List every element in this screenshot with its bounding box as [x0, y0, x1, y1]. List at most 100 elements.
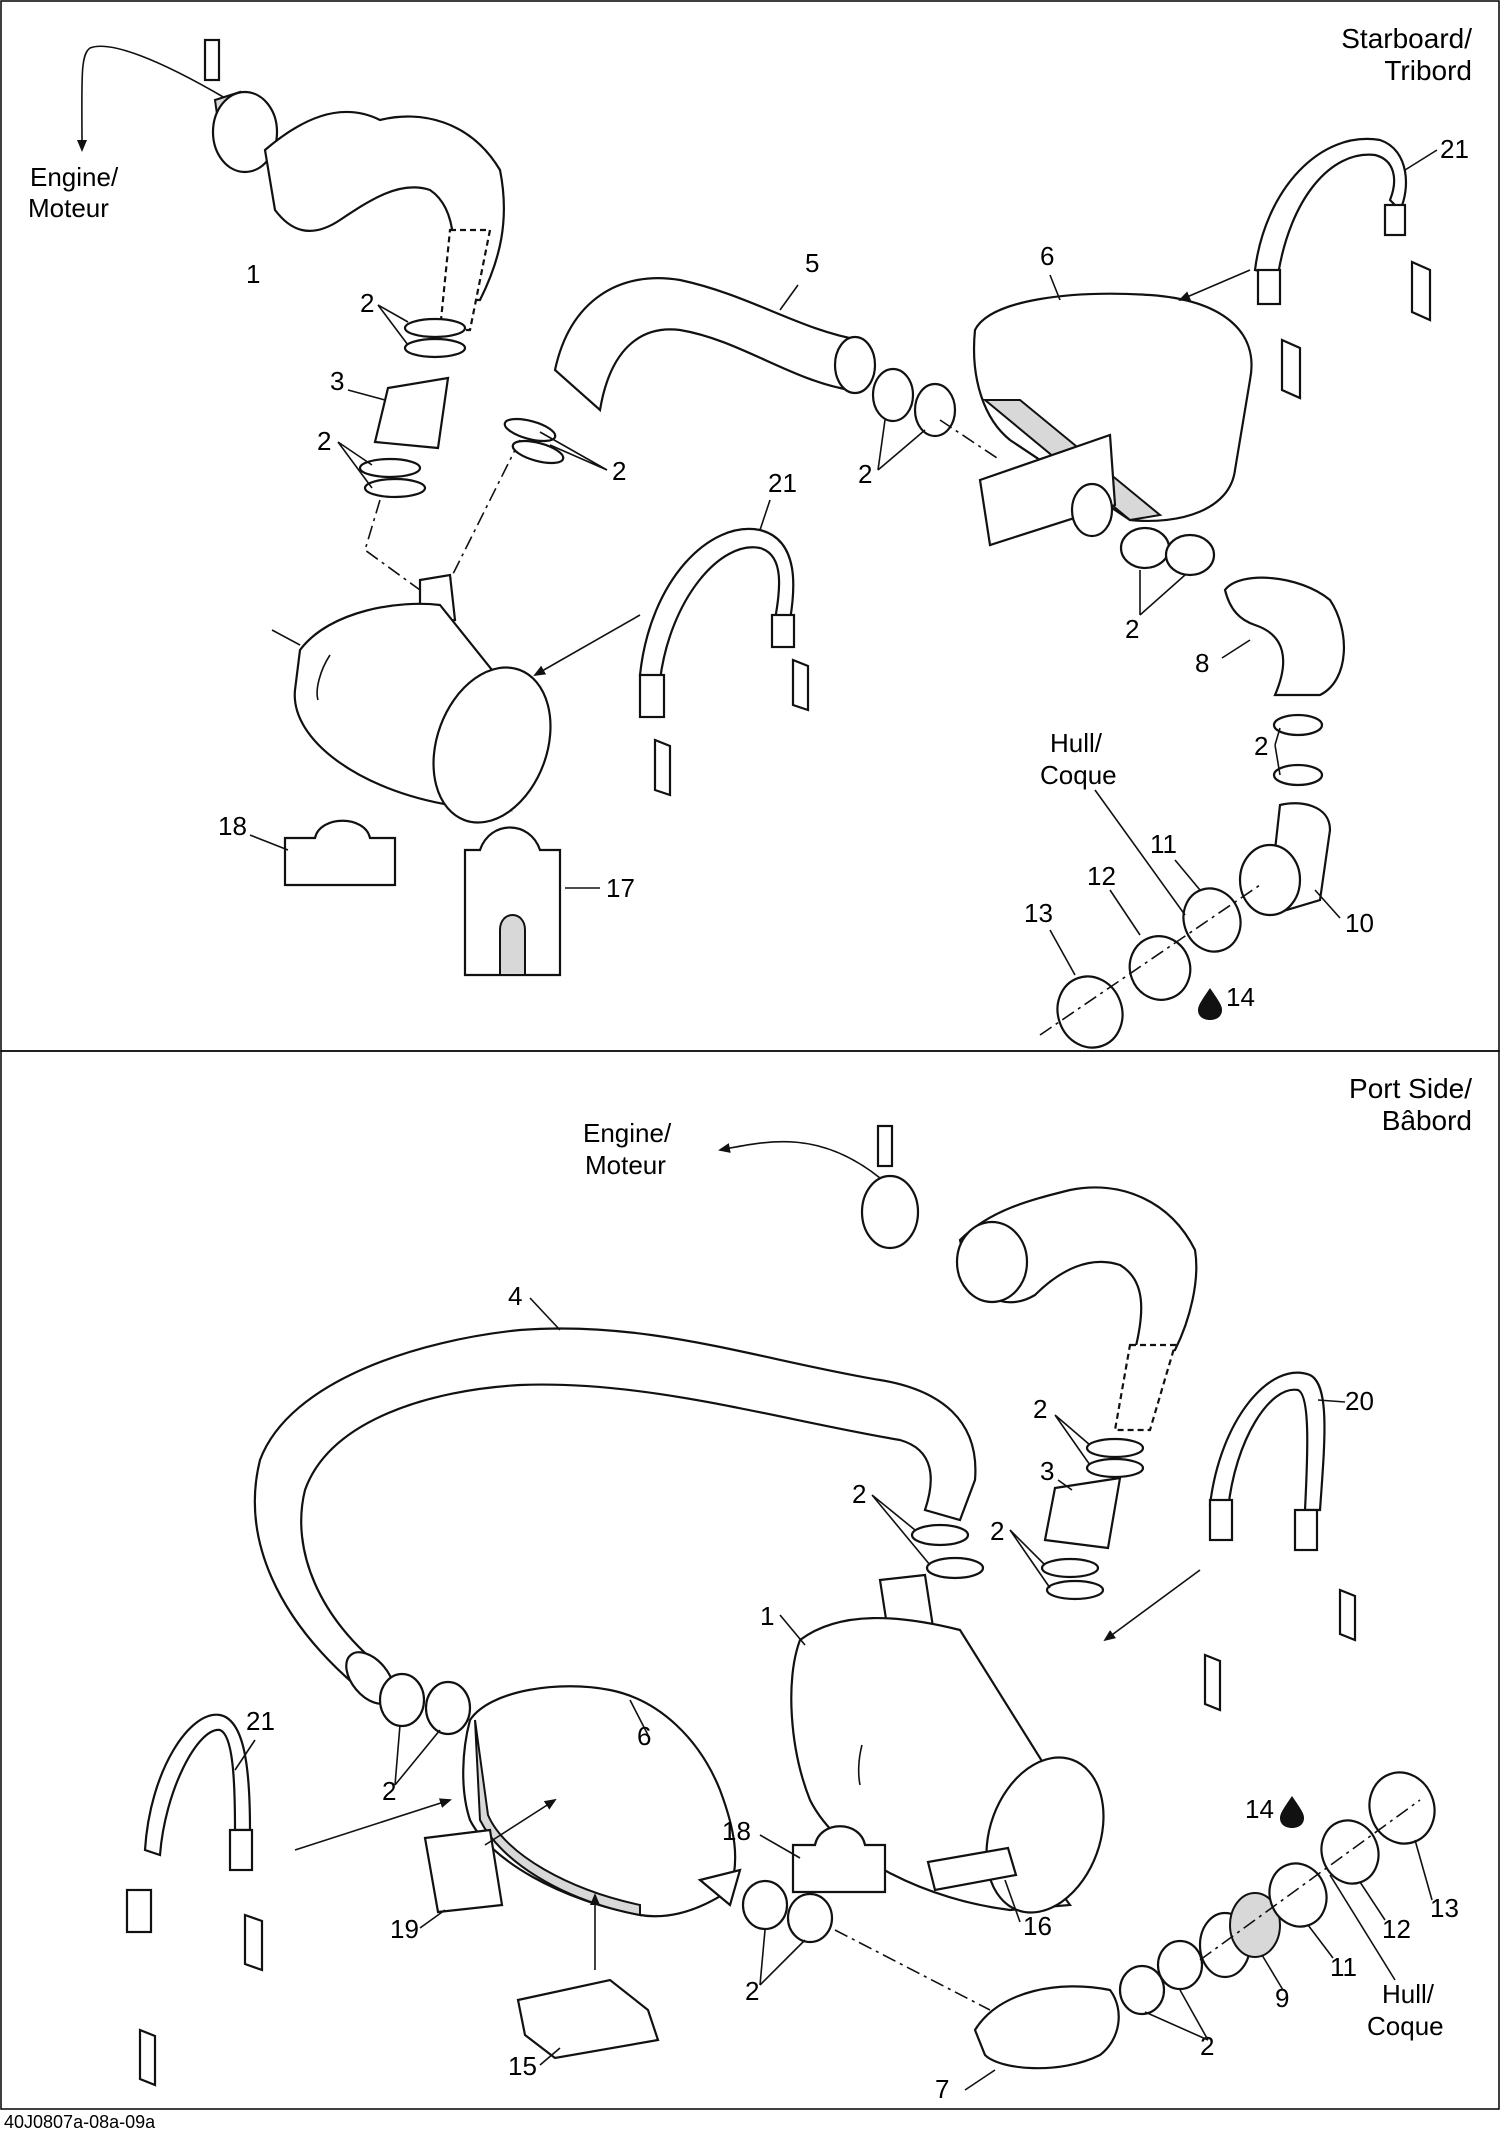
clamp-2-d	[1164, 533, 1216, 577]
bracket-bottom-d	[138, 2028, 157, 2087]
svg-text:6: 6	[1040, 241, 1054, 271]
top-panel-title-line2: Tribord	[1384, 55, 1472, 86]
support-17	[463, 826, 562, 977]
svg-text:15: 15	[508, 2051, 537, 2081]
svg-text:2: 2	[1125, 614, 1139, 644]
clamp-2-bottom-r4	[1045, 1579, 1105, 1601]
svg-text:2: 2	[317, 426, 331, 456]
gasket-11	[1182, 887, 1242, 953]
gasket-12	[1128, 935, 1192, 1001]
clamp-2-b	[913, 382, 957, 438]
svg-text:2: 2	[1254, 731, 1268, 761]
bracket-bottom-b	[1203, 1653, 1222, 1712]
svg-text:14: 14	[1245, 1794, 1274, 1824]
clamp-2-pipe4-a	[910, 1523, 970, 1547]
bottom-panel-title-line1: Port Side/	[1349, 1073, 1472, 1104]
svg-text:3: 3	[330, 366, 344, 396]
svg-text:21: 21	[1440, 134, 1469, 164]
water-box-6-bottom	[462, 1685, 742, 1918]
hull-label-bottom-line1: Hull/	[1382, 1979, 1435, 2009]
exhaust-manifold	[203, 38, 506, 332]
engine-label-bottom-line1: Engine/	[583, 1118, 672, 1148]
bracket-bottom-c	[243, 1913, 264, 1972]
clamp-2-pipe5-pair	[503, 417, 565, 465]
svg-text:21: 21	[768, 468, 797, 498]
coupling-sleeve-3	[373, 376, 450, 450]
svg-text:8: 8	[1195, 648, 1209, 678]
bottom-panel-frame	[0, 1050, 1500, 2110]
engine-label-line1: Engine/	[30, 162, 119, 192]
svg-text:2: 2	[990, 1516, 1004, 1546]
svg-text:17: 17	[606, 873, 635, 903]
water-box-6	[939, 292, 1253, 547]
svg-text:2: 2	[612, 456, 626, 486]
elbow-pipe-8	[1223, 576, 1346, 697]
bottom-panel: Port Side/ Bâbord Engine/ Moteur	[125, 1073, 1472, 2104]
strap-21-center	[638, 527, 795, 682]
pad-16	[926, 1846, 1018, 1892]
clamp-2-bottom-r2	[1085, 1457, 1145, 1479]
bottom-leader-lines	[234, 1297, 1433, 2091]
hull-label-top-line2: Coque	[1040, 760, 1117, 790]
clamp-2-f	[1272, 763, 1324, 787]
svg-text:12: 12	[1382, 1914, 1411, 1944]
svg-text:13: 13	[1024, 898, 1053, 928]
svg-text:14: 14	[1226, 982, 1255, 1012]
clamp-2-bottom-r3	[1040, 1557, 1100, 1579]
svg-text:4: 4	[508, 1281, 522, 1311]
bracket-bottom-a	[1338, 1588, 1357, 1642]
clamp-2-a	[871, 367, 915, 423]
bottom-panel-title-line2: Bâbord	[1382, 1105, 1472, 1136]
pipe-4	[253, 1327, 977, 1687]
svg-text:1: 1	[760, 1601, 774, 1631]
outlet-nut-13	[1056, 975, 1124, 1049]
hull-label-top-line1: Hull/	[1050, 728, 1103, 758]
svg-text:2: 2	[360, 288, 374, 318]
svg-text:11: 11	[1150, 829, 1177, 859]
svg-text:13: 13	[1430, 1893, 1459, 1923]
drop-icon-bottom	[1280, 1796, 1304, 1828]
top-leader-lines	[249, 149, 1438, 976]
clamp-2-bottom-m2	[786, 1892, 834, 1944]
coupling-sleeve-3-bottom	[1043, 1476, 1122, 1550]
svg-text:19: 19	[390, 1914, 419, 1944]
engine-arrow-bottom-icon	[718, 1140, 881, 1179]
svg-text:11: 11	[1330, 1952, 1357, 1982]
bottom-callouts: 1 2 3 2 2 4 6 2 2 2 7 9 11 12 13 14 15 1…	[246, 1281, 1459, 2104]
svg-text:9: 9	[1275, 1983, 1289, 2013]
svg-text:18: 18	[218, 811, 247, 841]
hull-label-bottom-line2: Coque	[1367, 2011, 1444, 2041]
svg-text:2: 2	[1200, 2031, 1214, 2061]
svg-text:20: 20	[1345, 1386, 1374, 1416]
clamp-2-c	[1119, 526, 1171, 570]
svg-text:1: 1	[246, 259, 260, 289]
strap-20	[1208, 1371, 1326, 1512]
muffler-1	[293, 573, 552, 824]
figure-code: 40J0807a-08a-09a	[4, 2112, 156, 2132]
svg-text:2: 2	[1033, 1394, 1047, 1424]
svg-text:6: 6	[637, 1721, 651, 1751]
clamp-2-bottom-l1	[378, 1672, 426, 1728]
clamp-2-lower-pair	[358, 457, 427, 499]
outlet-9	[1198, 1892, 1281, 1979]
clamp-2-bottom-l2	[424, 1680, 472, 1736]
svg-text:2: 2	[382, 1776, 396, 1806]
top-panel: Starboard/ Tribord Engine/ Moteur	[28, 23, 1472, 1049]
clamp-2-bottom-b1	[1118, 1964, 1166, 2016]
clamp-2-bottom-r1	[1085, 1437, 1145, 1459]
svg-text:10: 10	[1345, 908, 1374, 938]
clamp-2-bottom-m1	[741, 1879, 789, 1931]
engine-label-bottom-line2: Moteur	[585, 1150, 666, 1180]
svg-text:7: 7	[935, 2074, 949, 2104]
outlet-elbow-10	[1238, 802, 1332, 917]
svg-text:2: 2	[745, 1976, 759, 2006]
top-panel-title-line1: Starboard/	[1341, 23, 1472, 54]
engine-label-line2: Moteur	[28, 193, 109, 223]
elbow-pipe-7	[973, 1985, 1120, 2070]
svg-text:12: 12	[1087, 861, 1116, 891]
clamp-2-pipe4-b	[925, 1556, 985, 1580]
bracket-center-b	[653, 738, 672, 797]
svg-text:3: 3	[1040, 1456, 1054, 1486]
pipe-5	[553, 277, 877, 413]
bracket-center-a	[791, 658, 810, 712]
